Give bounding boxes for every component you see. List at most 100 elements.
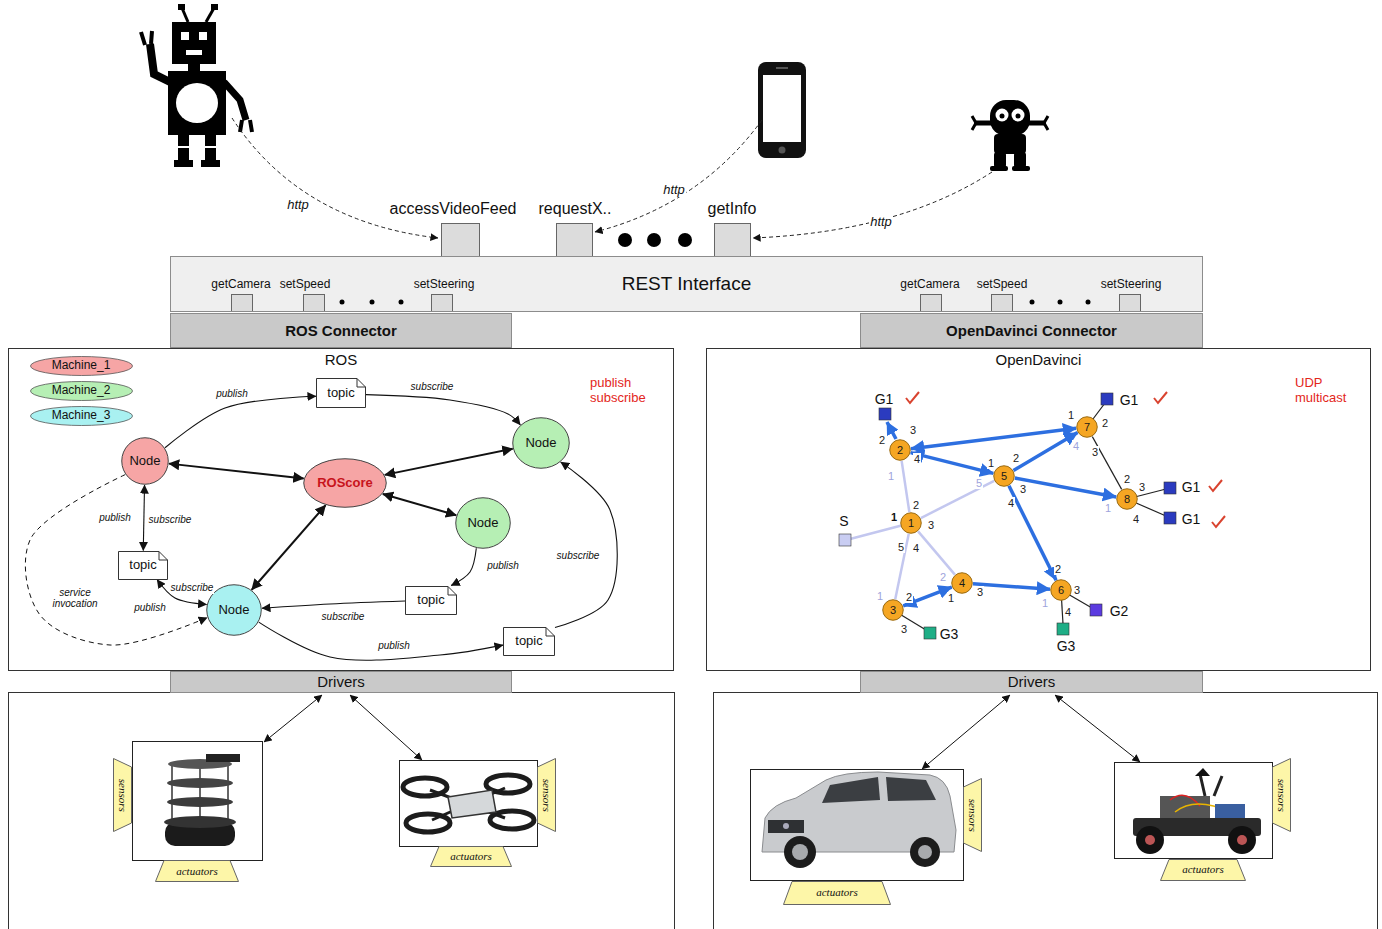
endpoint-box xyxy=(232,295,253,312)
port-number: 1 xyxy=(890,511,898,524)
port-number: 4 xyxy=(1132,513,1140,526)
waving-robot xyxy=(172,22,216,64)
node-text: sensors xyxy=(116,778,129,811)
sensors-trapezoid: sensors xyxy=(113,758,132,832)
driver-link xyxy=(922,695,1010,769)
waving-robot xyxy=(188,64,200,71)
small-robot xyxy=(1012,109,1025,122)
port-number: 2 xyxy=(905,591,913,604)
node-text: OpenDavinci Connector xyxy=(946,322,1117,339)
edge-label: subscribe xyxy=(410,381,455,393)
node-text: 5 xyxy=(1001,470,1007,483)
port-number: 2 xyxy=(912,499,920,512)
connector xyxy=(973,584,1050,589)
turtlebot xyxy=(171,762,173,822)
waving-robot xyxy=(199,32,207,40)
ellipsis-dots xyxy=(647,233,661,247)
ellipsis-dots xyxy=(399,300,404,305)
goal-square xyxy=(1101,393,1113,405)
connector xyxy=(262,601,405,608)
connector xyxy=(921,481,994,518)
connector-group xyxy=(25,395,1121,661)
node-text: ROScore xyxy=(317,476,373,491)
waving-robot xyxy=(201,160,220,167)
goal-square xyxy=(1057,623,1069,635)
waving-robot xyxy=(205,135,216,163)
suv xyxy=(783,823,789,829)
graph-node-outline xyxy=(994,466,1015,487)
ellipsis-dots xyxy=(1030,300,1035,305)
connector xyxy=(165,396,316,448)
waving-robot xyxy=(168,71,226,135)
port-number: 2 xyxy=(878,434,886,447)
driver-panel xyxy=(9,693,675,929)
suv xyxy=(822,777,880,803)
legend-item: Machine_3 xyxy=(30,406,133,426)
rc-car xyxy=(1133,768,1261,854)
smartphone xyxy=(758,62,806,158)
port-number: 3 xyxy=(900,623,908,636)
goal-square xyxy=(879,408,891,420)
endpoint-box xyxy=(1120,295,1141,312)
turtlebot xyxy=(206,754,240,762)
suv xyxy=(910,837,940,867)
graph-node: 6 xyxy=(1050,579,1072,601)
goal-label: G2 xyxy=(1110,603,1129,619)
node-text: sensors xyxy=(540,778,553,811)
goal-square xyxy=(1090,604,1102,616)
small-robot xyxy=(994,152,1006,168)
robot-frame xyxy=(751,770,964,881)
node-text: OpenDavinci xyxy=(996,351,1082,368)
port-number: 3 xyxy=(1019,483,1027,496)
node-text: 4 xyxy=(959,577,965,590)
robot-frame xyxy=(133,742,1273,881)
smartphone xyxy=(776,67,788,69)
robot-frame xyxy=(400,761,538,847)
goal-label: S xyxy=(839,513,848,529)
port-number: 3 xyxy=(1073,584,1081,597)
annotation-label: http xyxy=(286,198,310,213)
node-text: actuators xyxy=(450,850,492,863)
connector xyxy=(366,395,520,425)
suv xyxy=(768,820,804,833)
smartphone xyxy=(758,62,806,158)
goal-label: G3 xyxy=(1057,638,1076,654)
graph-node-outline xyxy=(1051,580,1072,601)
robot-frame xyxy=(133,742,263,861)
endpoint-box xyxy=(432,295,453,312)
connector xyxy=(259,622,503,660)
connector xyxy=(911,453,994,474)
goal-label: G1 xyxy=(875,391,894,407)
node-text: ROS Connector xyxy=(285,322,397,339)
goal-label: G1 xyxy=(1182,479,1201,495)
rc-car xyxy=(1228,826,1256,854)
rc-car xyxy=(1215,804,1245,818)
topic-outline xyxy=(119,551,168,579)
suv xyxy=(762,772,956,868)
annotation-label: http xyxy=(869,215,893,230)
node-text: REST Interface xyxy=(622,273,752,295)
http-arrow xyxy=(595,120,762,232)
legend-text: Machine_1 xyxy=(52,359,111,373)
small-robot xyxy=(996,109,1009,122)
ellipsis-dots xyxy=(1086,300,1091,305)
drivers-band: Drivers xyxy=(170,671,512,693)
waving-robot xyxy=(178,146,189,148)
node-text: 6 xyxy=(1058,584,1064,597)
http-arrow xyxy=(232,118,438,238)
rc-car xyxy=(1136,826,1164,854)
driver-link xyxy=(264,695,322,742)
sensors-trapezoid-outline xyxy=(1273,759,1291,832)
port-number: 5 xyxy=(897,541,905,554)
port-number: 3 xyxy=(1091,446,1099,459)
small-robot xyxy=(1000,114,1005,119)
connector xyxy=(911,428,1076,448)
connector xyxy=(918,531,955,574)
small-robot xyxy=(994,134,1026,154)
actuators-trapezoid-outline xyxy=(1161,859,1246,880)
annotation-label: setSteering xyxy=(1101,278,1162,292)
roscore-node: ROScore xyxy=(303,458,387,508)
waving-robot xyxy=(240,120,252,132)
connector xyxy=(1013,433,1077,471)
connector xyxy=(143,485,144,551)
